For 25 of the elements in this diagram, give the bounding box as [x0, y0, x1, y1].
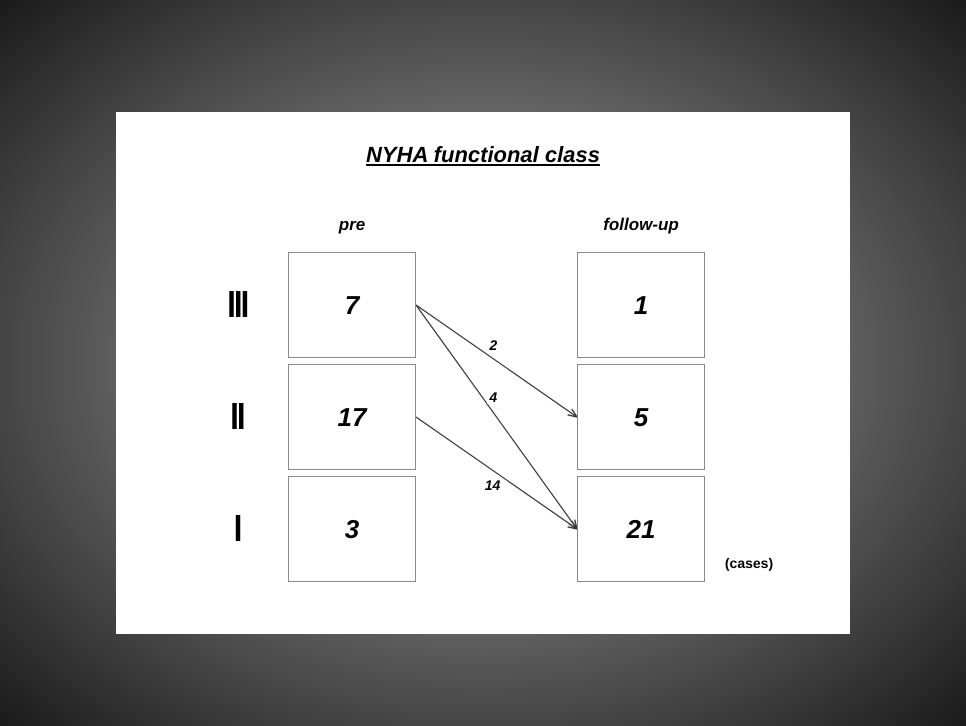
class-numeral: Ⅱ: [230, 398, 246, 438]
case-count: 7: [344, 290, 360, 320]
column-header: follow-up: [603, 215, 679, 235]
unit-note: (cases): [724, 555, 774, 571]
count-box: [288, 476, 416, 582]
diagram-title: NYHA functional class: [365, 142, 601, 168]
case-count: 17: [338, 402, 366, 432]
case-count: 5: [634, 402, 648, 432]
edge-label: 14: [482, 478, 502, 492]
arrow: [416, 416, 578, 530]
count-box: [288, 364, 416, 470]
edge-label: 4: [487, 390, 500, 404]
case-count: 1: [634, 290, 648, 320]
count-box: [577, 252, 705, 358]
arrow: [416, 304, 578, 418]
arrow: [416, 304, 578, 530]
case-count: 3: [344, 514, 360, 544]
edge-label: 2: [487, 338, 500, 352]
case-count: 21: [626, 514, 656, 544]
class-numeral: Ⅰ: [233, 510, 243, 550]
count-box: [577, 476, 705, 582]
class-numeral: Ⅲ: [226, 286, 250, 326]
count-box: [288, 252, 416, 358]
column-header: pre: [338, 215, 366, 235]
count-box: [577, 364, 705, 470]
